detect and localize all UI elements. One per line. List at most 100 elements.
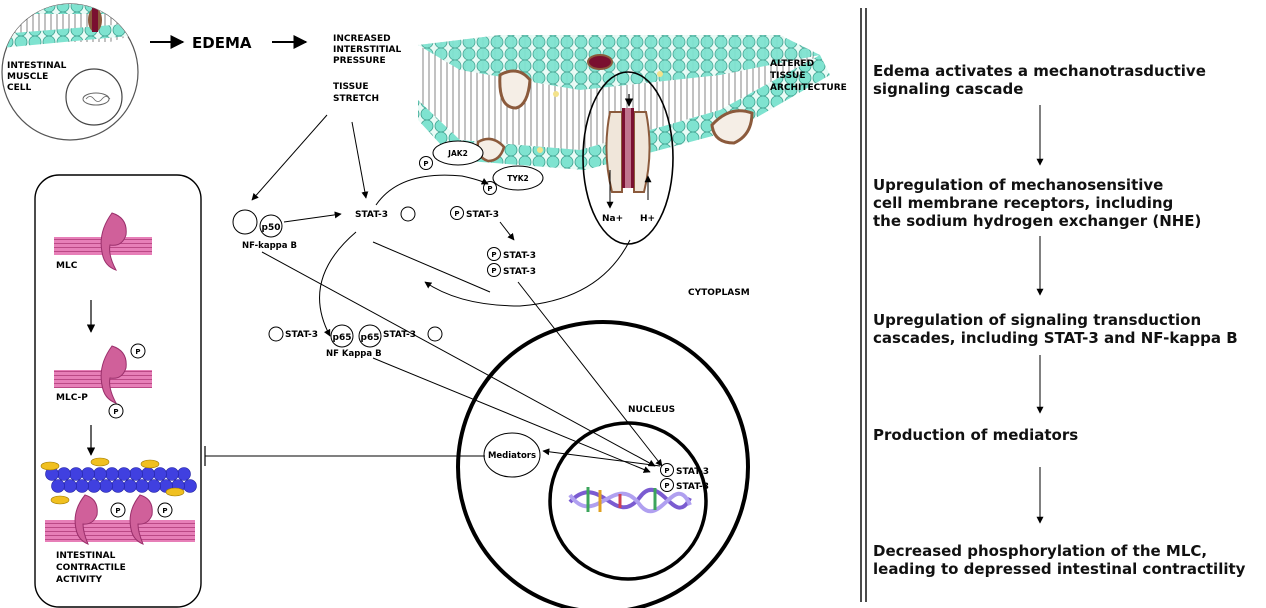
actin-bead [112,480,125,493]
pressure-label-2: INTERSTITIAL [333,45,402,55]
nuc-stat3-1: STAT-3 [676,467,709,477]
actin-bead [58,468,71,481]
contractile-label-3: ACTIVITY [56,575,103,585]
actin-bead [100,480,113,493]
acto-p1: P [115,507,120,515]
actin-bead [130,468,143,481]
actin-bead [142,468,155,481]
nuc-p1: P [664,467,669,475]
jak2-p-label: P [423,160,428,168]
dna-helix [570,487,690,512]
actin-bead [166,468,179,481]
dimer-p1: P [491,251,496,259]
flow-step-2-line-2: cell membrane receptors, including [873,194,1201,212]
tropomyosin [51,496,69,504]
membrane-channel-top [588,55,612,69]
p65-label-2: p65 [361,333,380,343]
p65-label-1: p65 [333,333,352,343]
arrow-nfkb-to-stat3 [284,214,341,222]
pressure-label-3: PRESSURE [333,56,386,66]
flow-step-2-line-1: Upregulation of mechanosensitive [873,176,1201,194]
flow-step-4-line-1: Production of mediators [873,426,1078,444]
tyk2-label: TYK2 [507,174,529,183]
h-label: H+ [640,214,655,224]
flow-step-4: Production of mediators [873,426,1078,444]
acto-p2: P [162,507,167,515]
stat3-free-label: STAT-3 [355,210,388,220]
p65-left-circle [269,327,283,341]
nfkb-subunit [233,210,257,234]
actin-bead [76,480,89,493]
tissue-stretch-label-1: TISSUE [333,82,369,92]
flow-step-2-line-3: the sodium hydrogen exchanger (NHE) [873,212,1201,230]
line-dimer-to-nucleus [518,282,662,466]
tropomyosin [91,458,109,466]
nfkb-label: NF-kappa B [242,241,297,251]
actin-bead [94,468,107,481]
line-return-to-stat3 [373,242,490,292]
actin-bead [136,480,149,493]
arrow-stretch-to-nfkb [252,115,327,200]
altered-label-3: ARCHITECTURE [770,83,847,93]
flow-step-5-line-1: Decreased phosphorylation of the MLC, [873,542,1245,560]
actin-bead [124,480,137,493]
actin-bead [148,480,161,493]
muscle-cell-label-2: MUSCLE [7,72,48,82]
tissue-stretch-label-2: STRETCH [333,94,379,104]
dimer-p2: P [491,267,496,275]
actin-bead [88,480,101,493]
p65-left-stat3: STAT-3 [285,330,318,340]
muscle-cell-label-1: INTESTINAL [7,61,67,71]
membrane-channel-left [500,71,530,108]
p50-label: p50 [262,223,281,233]
actin-bead [154,468,167,481]
nucleus-label: NUCLEUS [628,405,675,415]
mlcp-label: MLC-P [56,393,88,403]
jak2-label: JAK2 [447,149,468,158]
arc-stat3-to-nucleus [320,232,356,336]
mlcp-p2: P [113,408,118,416]
tropomyosin [41,462,59,470]
edema-label: EDEMA [192,34,252,52]
line-nfkb-to-nucleus [262,252,655,466]
contractile-label-1: INTESTINAL [56,551,116,561]
mlc-label: MLC [56,261,78,271]
actin-bead [184,480,197,493]
mediators-label: Mediators [488,451,536,461]
nfkb-kappa-label: NF Kappa B [326,349,382,359]
actin-bead [52,480,65,493]
tropomyosin [141,460,159,468]
dimer-stat3-1: STAT-3 [503,251,536,261]
altered-label-2: TISSUE [770,71,806,81]
na-label: Na+ [602,214,623,224]
muscle-cell-label-3: CELL [7,83,31,93]
dimer-stat3-2: STAT-3 [503,267,536,277]
flow-step-3-line-2: cascades, including STAT-3 and NF-kappa … [873,329,1238,347]
pressure-label-1: INCREASED [333,34,391,44]
flow-step-5-line-2: leading to depressed intestinal contract… [873,560,1245,578]
stat3-phospho-p: P [454,210,459,218]
flow-step-2: Upregulation of mechanosensitive cell me… [873,176,1201,230]
actin-bead [106,468,119,481]
arc-stat3-to-tyk2 [376,175,488,205]
actin-bead [118,468,131,481]
tyk2-p-label: P [487,185,492,193]
stat3-free-circle [401,207,415,221]
cytoplasm-label: CYTOPLASM [688,288,750,298]
flow-step-1: Edema activates a mechanotrasductive sig… [873,62,1206,98]
flow-step-5: Decreased phosphorylation of the MLC, le… [873,542,1245,578]
flow-step-3: Upregulation of signaling transduction c… [873,311,1238,347]
flow-step-1-line-2: signaling cascade [873,80,1206,98]
actin-bead [64,480,77,493]
stat3-phospho-label: STAT-3 [466,210,499,220]
flow-step-1-line-1: Edema activates a mechanotrasductive [873,62,1206,80]
actin-bead [178,468,191,481]
altered-label-1: ALTERED [770,59,814,69]
tropomyosin [166,488,184,496]
p65-right-circle [428,327,442,341]
arrow-stat3-dimerize [500,222,514,240]
nuc-p2: P [664,482,669,490]
arrow-stretch-to-stat3 [352,122,366,198]
contractile-label-2: CONTRACTILE [56,563,126,573]
